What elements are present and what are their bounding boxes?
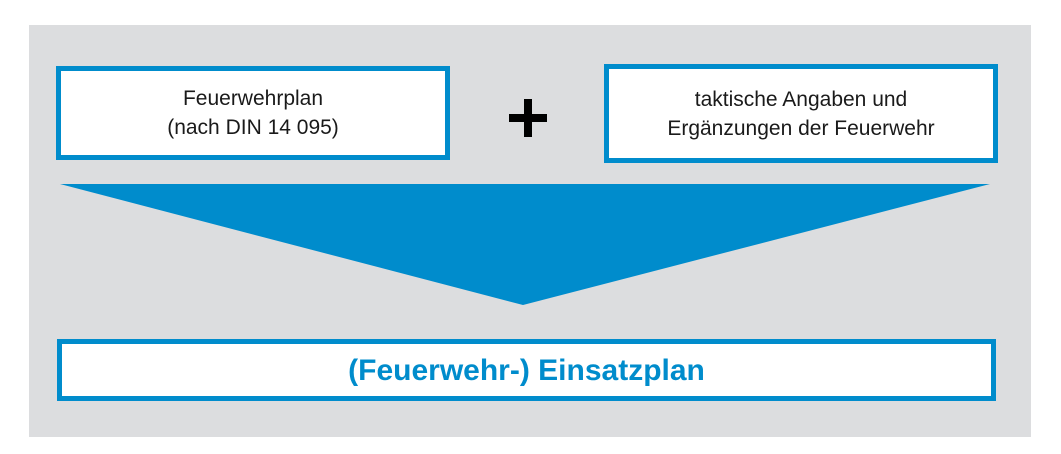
tactical-info-line1: taktische Angaben und [694, 87, 908, 111]
tactical-info-line2: Ergänzungen der Feuerwehr [667, 116, 935, 140]
fire-plan-box: Feuerwehrplan (nach DIN 14 095) [56, 66, 450, 160]
tactical-info-box: taktische Angaben und Ergänzungen der Fe… [604, 64, 998, 163]
plus-icon [509, 99, 547, 137]
fire-plan-subtitle: (nach DIN 14 095) [167, 116, 339, 139]
fire-plan-title: Feuerwehrplan [182, 87, 324, 110]
deployment-plan-box: (Feuerwehr-) Einsatzplan [57, 339, 996, 401]
deployment-plan-label: (Feuerwehr-) Einsatzplan [348, 353, 705, 387]
